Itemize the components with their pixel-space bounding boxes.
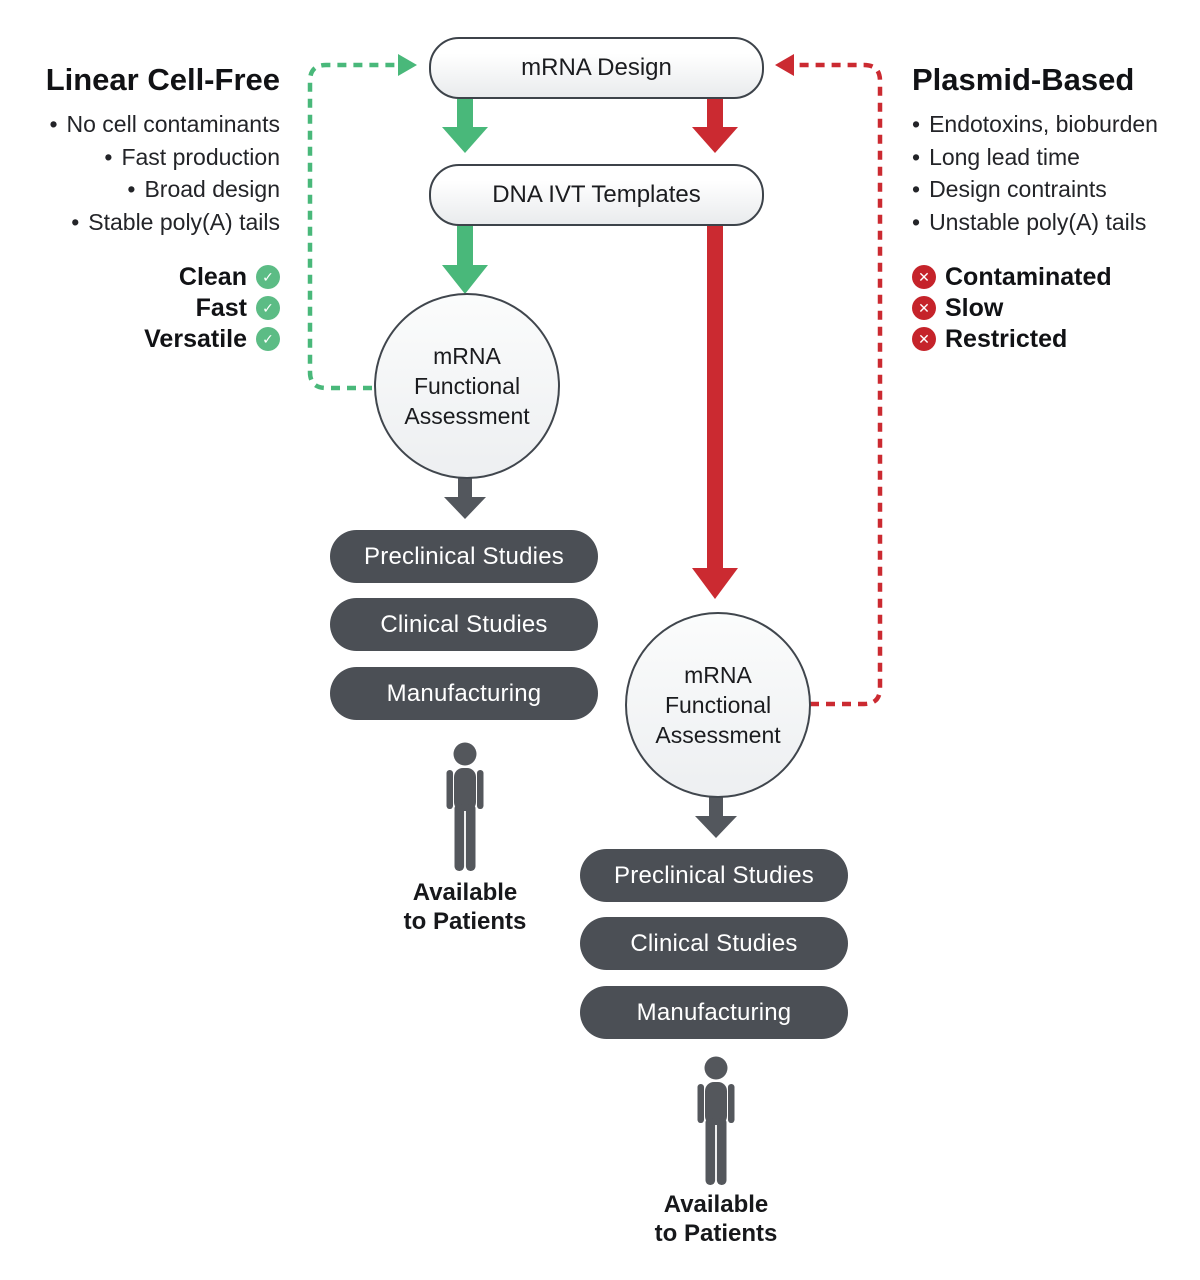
stage-label: Manufacturing [386, 679, 542, 707]
outcome-line: to Patients [654, 1220, 778, 1247]
circle-line: Assessment [655, 722, 781, 748]
cross-icon: ✕ [912, 327, 936, 351]
green-arrow-ivt-to-assessment [442, 222, 488, 294]
check-icon: ✓ [256, 327, 280, 351]
stage-label: Manufacturing [636, 998, 792, 1026]
drawback-label: Slow [945, 293, 1004, 322]
bullet-item: •Unstable poly(A) tails [912, 206, 1188, 239]
node-dna-ivt-templates: DNA IVT Templates [429, 164, 764, 226]
plasmid-based-heading: Plasmid-Based [912, 62, 1135, 97]
person-icon-left [446, 742, 484, 871]
stage-preclinical-right: Preclinical Studies [580, 849, 848, 902]
bullet-dot: • [912, 143, 921, 170]
node-dna-ivt-label: DNA IVT Templates [492, 181, 701, 208]
benefit-clean: Clean ✓ [28, 262, 280, 291]
node-assessment-left: mRNA Functional Assessment [374, 293, 560, 479]
stage-clinical-right: Clinical Studies [580, 917, 848, 970]
gray-arrow-right [695, 796, 737, 838]
stage-manufacturing-left: Manufacturing [330, 667, 598, 720]
bullet-item: •No cell contaminants [28, 108, 280, 141]
plasmid-based-bullets: •Endotoxins, bioburden •Long lead time •… [912, 108, 1188, 238]
linear-cell-free-heading: Linear Cell-Free [45, 62, 280, 97]
bullet-dot: • [912, 111, 921, 137]
bullet-dot: • [104, 143, 113, 170]
plasmid-based-panel: Plasmid-Based •Endotoxins, bioburden •Lo… [912, 62, 1188, 353]
node-assessment-right: mRNA Functional Assessment [625, 612, 811, 798]
gray-arrow-left [444, 477, 486, 519]
red-dashed-arrowhead [775, 54, 794, 76]
drawback-slow: ✕ Slow [912, 293, 1188, 322]
drawback-label: Contaminated [945, 262, 1112, 291]
node-mrna-design-label: mRNA Design [521, 54, 672, 81]
green-dashed-arrowhead [398, 54, 417, 76]
benefit-tags: Clean ✓ Fast ✓ Versatile ✓ [28, 262, 280, 353]
stage-clinical-left: Clinical Studies [330, 598, 598, 651]
bullet-dot: • [912, 176, 921, 202]
circle-line: Functional [664, 692, 772, 718]
linear-cell-free-panel: Linear Cell-Free •No cell contaminants •… [28, 62, 280, 353]
stage-label: Preclinical Studies [614, 861, 814, 889]
person-icon-right [697, 1056, 735, 1185]
node-mrna-design: mRNA Design [429, 37, 764, 99]
stage-manufacturing-right: Manufacturing [580, 986, 848, 1039]
red-arrow-design-to-ivt [692, 94, 738, 153]
bullet-item: •Fast production [28, 141, 280, 174]
circle-line: Functional [413, 373, 521, 399]
circle-line: Assessment [404, 403, 530, 429]
outcome-left: Available to Patients [355, 878, 575, 936]
benefit-fast: Fast ✓ [28, 293, 280, 322]
benefit-label: Fast [195, 293, 247, 322]
drawback-tags: ✕ Contaminated ✕ Slow ✕ Restricted [912, 262, 1188, 353]
circle-line: mRNA [433, 343, 501, 369]
bullet-dot: • [49, 111, 58, 137]
benefit-versatile: Versatile ✓ [28, 324, 280, 353]
bullet-dot: • [71, 208, 80, 235]
circle-line: mRNA [684, 662, 752, 688]
bullet-item: •Broad design [28, 173, 280, 206]
outcome-right: Available to Patients [606, 1190, 826, 1248]
red-arrow-ivt-to-assessment [692, 222, 738, 599]
check-icon: ✓ [256, 265, 280, 289]
bullet-dot: • [912, 208, 921, 235]
bullet-dot: • [127, 176, 136, 202]
drawback-restricted: ✕ Restricted [912, 324, 1188, 353]
stage-label: Preclinical Studies [364, 542, 564, 570]
bullet-item: •Stable poly(A) tails [28, 206, 280, 239]
outcome-line: Available [663, 1191, 769, 1218]
green-arrow-design-to-ivt [442, 94, 488, 153]
bullet-item: •Design contraints [912, 173, 1188, 206]
cross-icon: ✕ [912, 296, 936, 320]
benefit-label: Versatile [144, 324, 247, 353]
check-icon: ✓ [256, 296, 280, 320]
stage-preclinical-left: Preclinical Studies [330, 530, 598, 583]
cross-icon: ✕ [912, 265, 936, 289]
bullet-item: •Endotoxins, bioburden [912, 108, 1188, 141]
green-dashed-feedback [307, 62, 402, 391]
outcome-line: to Patients [403, 908, 527, 935]
stage-label: Clinical Studies [630, 929, 798, 957]
red-dashed-feedback [796, 62, 883, 707]
drawback-contaminated: ✕ Contaminated [912, 262, 1188, 291]
outcome-line: Available [412, 879, 518, 906]
stage-label: Clinical Studies [380, 610, 548, 638]
bullet-item: •Long lead time [912, 141, 1188, 174]
linear-cell-free-bullets: •No cell contaminants •Fast production •… [28, 108, 280, 238]
benefit-label: Clean [178, 262, 247, 291]
drawback-label: Restricted [945, 324, 1068, 353]
